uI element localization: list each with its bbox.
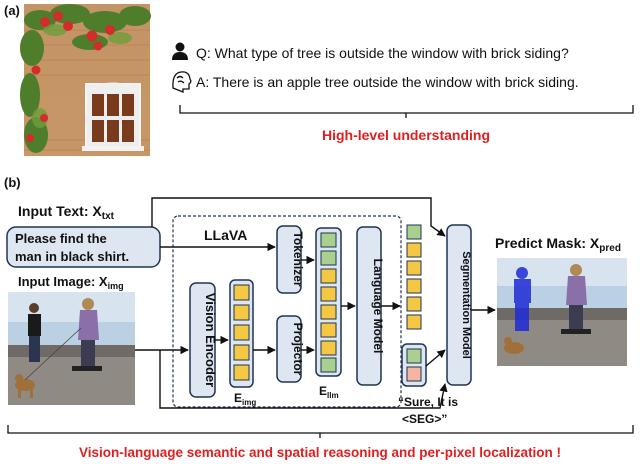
panel-a-caption: High-level understanding xyxy=(322,127,490,143)
vision-encoder-label: Vision Encoder xyxy=(203,293,218,387)
input-image-label-main: Input Image: X xyxy=(18,274,108,289)
e-img-tokens xyxy=(229,279,254,388)
brain-icon xyxy=(172,71,192,93)
response-line-1: “Sure, It is xyxy=(398,395,458,409)
input-image-photo xyxy=(8,292,135,405)
llava-box xyxy=(172,215,402,408)
panel-a-label: (a) xyxy=(4,3,20,18)
e-llm-label-sub: llm xyxy=(327,391,339,400)
connectors xyxy=(135,197,496,409)
response-line-2: <SEG>” xyxy=(402,412,447,426)
bottom-brace xyxy=(7,425,634,438)
e-img-label-main: E xyxy=(234,391,242,405)
panel-b-label: (b) xyxy=(4,175,21,190)
segmentation-model-box xyxy=(446,224,472,386)
projector-label: Projector xyxy=(291,323,305,376)
prompt-line-1: Please find the xyxy=(15,231,107,246)
llava-label: LLaVA xyxy=(204,227,247,243)
predict-mask-label: Predict Mask: Xpred xyxy=(495,235,621,254)
output-tokens xyxy=(401,224,427,387)
input-text-label-sub: txt xyxy=(102,211,115,222)
tokenizer-label: Tokenizer xyxy=(291,231,305,286)
language-model-label: Language Model xyxy=(371,259,385,354)
answer-text: A: There is an apple tree outside the wi… xyxy=(196,74,579,90)
panel-b-caption: Vision-language semantic and spatial rea… xyxy=(79,445,561,460)
input-image-label: Input Image: Ximg xyxy=(18,274,124,291)
prompt-line-2: man in black shirt. xyxy=(15,249,129,264)
predicted-mask-photo xyxy=(497,258,627,366)
person-icon xyxy=(172,42,188,60)
input-text-label: Input Text: Xtxt xyxy=(18,203,115,222)
tree-window-photo xyxy=(20,4,151,156)
segmentation-model-label: Segmentation Model xyxy=(460,251,472,359)
question-text: Q: What type of tree is outside the wind… xyxy=(196,45,569,61)
e-llm-label: Ellm xyxy=(319,384,339,400)
predict-mask-label-sub: pred xyxy=(599,243,621,254)
input-image-label-sub: img xyxy=(108,281,124,291)
e-img-label-sub: img xyxy=(242,398,256,407)
qa-brace xyxy=(179,105,634,118)
e-llm-label-main: E xyxy=(319,384,327,398)
e-img-label: Eimg xyxy=(234,391,256,407)
input-text-label-main: Input Text: X xyxy=(18,203,102,219)
predict-mask-label-main: Predict Mask: X xyxy=(495,235,600,251)
e-llm-tokens xyxy=(315,227,342,377)
projector-box xyxy=(276,315,302,383)
